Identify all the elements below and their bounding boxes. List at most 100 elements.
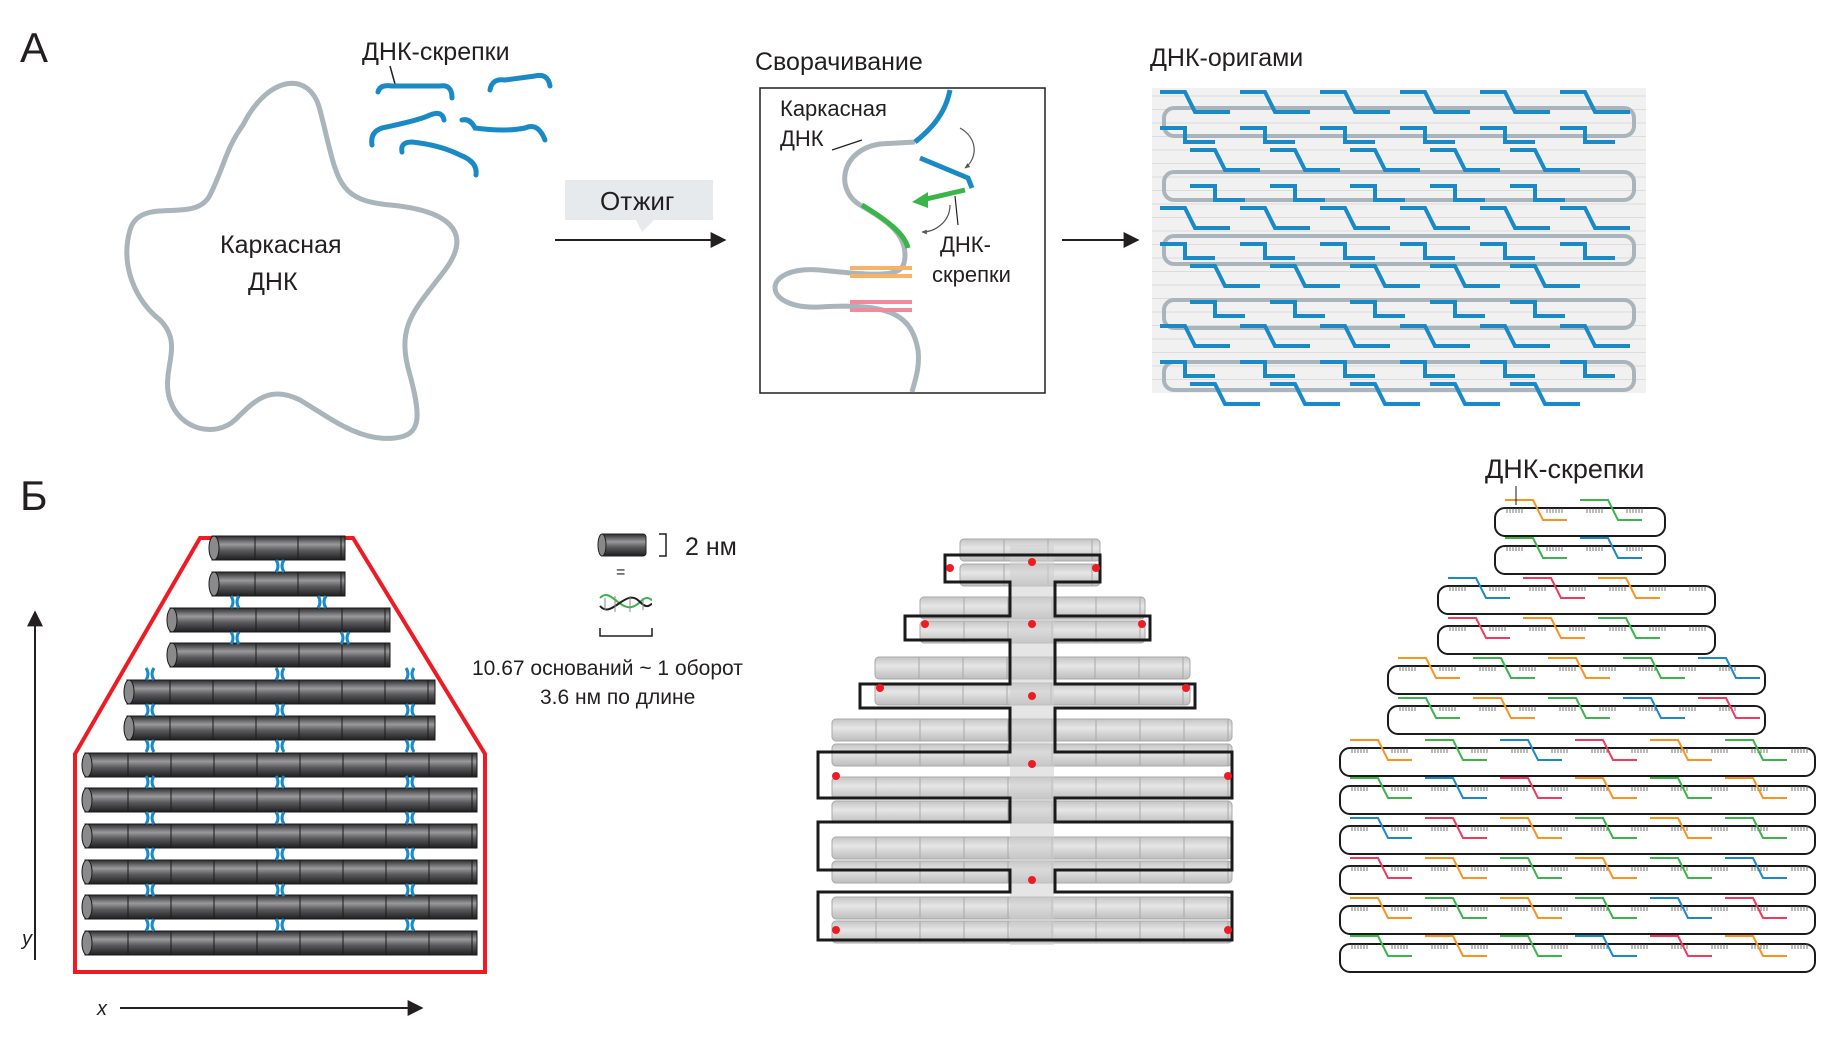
cylinder-end-cap <box>81 894 93 920</box>
folding-staples-leader <box>954 195 959 226</box>
crossover-mark <box>274 918 286 932</box>
cylinder-end-cap <box>81 752 93 778</box>
center-column <box>1010 545 1054 945</box>
cylinder-end-cap <box>208 535 220 561</box>
cylinder-end-cap <box>123 679 135 705</box>
staple-scaffold-loop <box>1494 507 1666 537</box>
origami-staple-strand <box>1560 360 1615 378</box>
crossover-mark <box>229 631 241 645</box>
staple-strand <box>1598 577 1660 599</box>
origami-staple-strand <box>1480 206 1550 230</box>
origami-staple-strand <box>1190 184 1245 202</box>
staple-strand <box>1725 817 1787 839</box>
staple-strand <box>1398 697 1460 719</box>
scale-label: 2 нм <box>685 533 737 561</box>
crossover-mark <box>274 847 286 861</box>
origami-staple-strand <box>1400 126 1455 144</box>
red-crossover <box>1224 926 1232 934</box>
staple-strand <box>1350 777 1412 799</box>
folding-green-segment <box>860 202 911 249</box>
origami-staple-strand <box>1190 300 1245 318</box>
cylinder-end-cap <box>123 715 135 741</box>
origami-staple-strand <box>1270 184 1325 202</box>
staple-strand <box>1500 857 1562 879</box>
staple-scaffold-loop <box>1437 625 1716 655</box>
red-crossover <box>832 772 840 780</box>
helix-cylinder <box>84 859 478 885</box>
folding-green-staple <box>921 187 966 203</box>
staple-scaffold-loop <box>1437 585 1716 615</box>
staple-strand <box>1650 897 1712 919</box>
staple-scaffold-loop <box>1339 825 1816 855</box>
origami-staple-strand <box>1430 184 1485 202</box>
scaffold-label-line1: Каркасная <box>220 231 342 259</box>
red-crossover <box>921 620 929 628</box>
crossover-mark <box>404 775 416 789</box>
staple-strand <box>1575 777 1637 799</box>
scale-bracket <box>659 533 667 557</box>
origami-scaffold-loop <box>1162 106 1636 138</box>
crossover-mark <box>274 775 286 789</box>
folding-staples-line2: скрепки <box>932 262 1011 287</box>
crossover-mark <box>144 918 156 932</box>
folding-green-arrowhead <box>912 192 928 208</box>
staple-strand <box>1425 739 1487 761</box>
folding-staples-line1: ДНК- <box>940 232 991 257</box>
staple-strand <box>1425 935 1487 957</box>
equals-sign: = <box>616 564 625 581</box>
folding-scaffold-leader <box>831 139 863 151</box>
origami-staple-strand <box>1510 148 1580 172</box>
staple-strand <box>1650 857 1712 879</box>
crossover-mark <box>274 883 286 897</box>
origami-staple-strand <box>1350 264 1420 288</box>
helix-cylinder <box>84 787 478 813</box>
origami-staple-strand <box>1160 206 1230 230</box>
origami-staple-strand <box>1400 90 1470 114</box>
staples-leader-line <box>389 65 396 85</box>
cylinder-end-cap <box>166 607 178 633</box>
red-crossover <box>1182 684 1190 692</box>
staple-strand <box>1698 657 1760 679</box>
folding-blue-top <box>913 89 953 144</box>
cylinder-end-cap <box>81 787 93 813</box>
staple-strand <box>1650 777 1712 799</box>
crossover-mark <box>404 739 416 753</box>
origami-staple-strand <box>1350 148 1420 172</box>
origami-staple-strand <box>1350 300 1405 318</box>
staple-strand <box>1623 657 1685 679</box>
helix-cylinder-stack <box>81 535 478 956</box>
origami-staple-strand <box>1510 264 1580 288</box>
origami-staple-strand <box>1560 324 1630 348</box>
staple-strand <box>1580 537 1642 559</box>
origami-staple-strand <box>1190 382 1260 406</box>
crossover-mark <box>144 847 156 861</box>
y-axis-label: y <box>20 928 33 950</box>
staple-strand <box>1725 777 1787 799</box>
staple-scaffold-loop <box>1494 545 1666 575</box>
origami-staple-strand <box>1190 148 1260 172</box>
scaffold-routing-diagram <box>816 538 1234 945</box>
cylinder-end-cap <box>166 642 178 668</box>
staple-strand <box>1698 697 1760 719</box>
origami-staple-strand <box>1270 148 1340 172</box>
staple-strand <box>1500 777 1562 799</box>
staple-strand <box>1575 897 1637 919</box>
origami-staple-strand <box>1480 242 1535 260</box>
staple-scaffold-loop <box>1339 865 1816 895</box>
helix-cylinder <box>84 752 478 778</box>
staple-strand <box>1505 499 1567 521</box>
scaffold-route <box>816 553 1234 942</box>
double-helix-icon <box>599 594 653 612</box>
panel-a-letter: А <box>20 24 48 71</box>
staple-strand <box>1500 897 1562 919</box>
staple-strand <box>1350 897 1412 919</box>
staple-strand <box>1350 739 1412 761</box>
red-crossover <box>1028 558 1036 566</box>
staple-strand <box>1650 935 1712 957</box>
scaffold-label-line2: ДНК <box>248 268 298 296</box>
staple-strand <box>1523 617 1585 639</box>
red-crossover <box>1028 876 1036 884</box>
crossover-mark <box>144 703 156 717</box>
origami-staple-strand <box>1240 360 1295 378</box>
origami-scaffold-loop <box>1162 298 1636 330</box>
